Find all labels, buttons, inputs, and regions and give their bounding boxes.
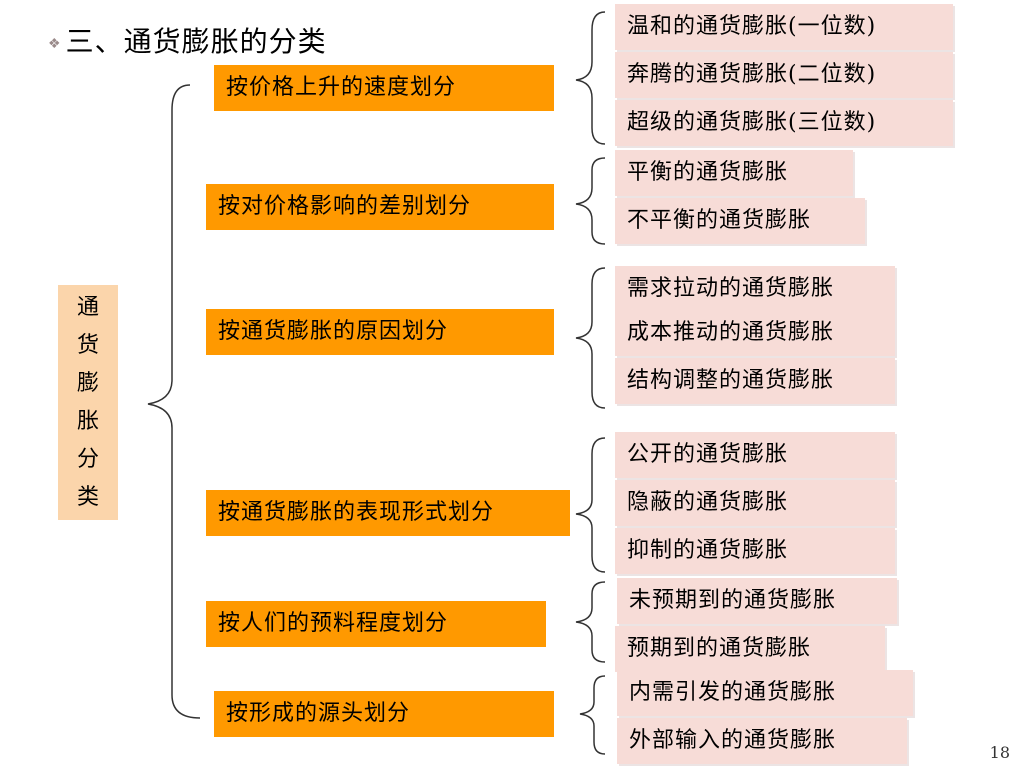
root-char: 膨 [76,371,99,396]
root-char: 胀 [76,409,99,434]
category-speed: 按价格上升的速度划分 [214,65,554,111]
leaf-balanced-inflation: 平衡的通货膨胀 [615,150,853,196]
leaf-anticipated: 预期到的通货膨胀 [615,626,885,672]
root-char: 通 [76,295,99,320]
group-brace-form [575,437,606,573]
category-source: 按形成的源头划分 [214,691,554,737]
group-brace-source [579,675,606,755]
category-expectation: 按人们的预料程度划分 [206,601,546,647]
category-form: 按通货膨胀的表现形式划分 [206,490,570,536]
leaf-cost-push: 成本推动的通货膨胀 [615,310,895,356]
group-brace-speed [575,11,606,145]
leaf-open-inflation: 公开的通货膨胀 [615,432,895,478]
leaf-structural: 结构调整的通货膨胀 [615,358,895,404]
leaf-hyperinflation: 超级的通货膨胀(三位数) [615,100,953,146]
category-price-effect: 按对价格影响的差别划分 [206,184,554,230]
group-brace-balance [575,157,606,245]
leaf-imported: 外部输入的通货膨胀 [617,718,907,764]
root-char: 分 [76,447,99,472]
root-char: 类 [76,485,99,510]
group-brace-expectation [575,581,606,663]
root-brace [147,84,201,719]
diamond-bullet-icon: ❖ [48,35,62,52]
group-brace-cause [575,267,606,409]
leaf-unbalanced-inflation: 不平衡的通货膨胀 [615,198,865,244]
leaf-suppressed-inflation: 抑制的通货膨胀 [615,528,895,574]
page-number: 18 [989,743,1010,762]
leaf-demand-pull: 需求拉动的通货膨胀 [615,266,895,312]
leaf-hidden-inflation: 隐蔽的通货膨胀 [615,480,895,526]
slide-title-text: 三、通货膨胀的分类 [65,25,327,58]
root-char: 货 [76,333,99,358]
leaf-galloping-inflation: 奔腾的通货膨胀(二位数) [615,52,953,98]
slide-title: ❖三、通货膨胀的分类 [48,20,327,60]
category-cause: 按通货膨胀的原因划分 [206,309,554,355]
leaf-domestic-demand: 内需引发的通货膨胀 [617,670,913,716]
leaf-mild-inflation: 温和的通货膨胀(一位数) [615,4,953,50]
root-node: 通 货 膨 胀 分 类 [58,285,118,520]
leaf-unanticipated: 未预期到的通货膨胀 [617,578,897,624]
